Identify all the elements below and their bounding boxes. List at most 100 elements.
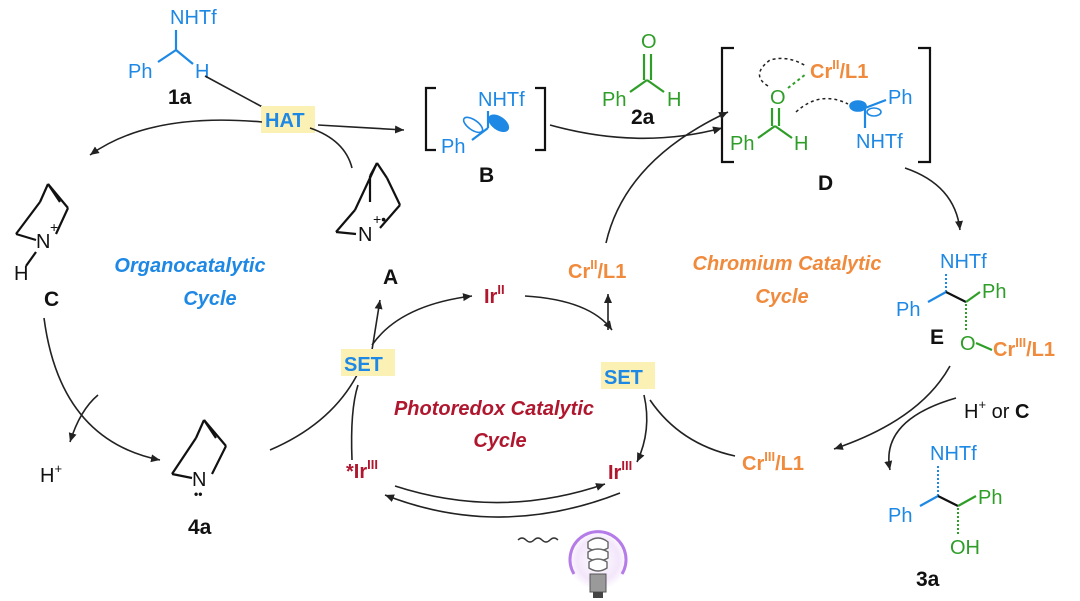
c2a-bond-h xyxy=(646,79,665,93)
set-left-label: SET xyxy=(344,354,383,376)
cr2-label: CrII/L1 xyxy=(568,257,626,283)
A-bond-7 xyxy=(335,209,356,233)
intermediate-B: NHTf Ph B xyxy=(424,86,547,187)
D-ph-left: Ph xyxy=(730,133,754,155)
quinuclidinium-C: N + H C xyxy=(14,183,69,311)
E-label: E xyxy=(930,326,944,349)
c4a-lone-pair: •• xyxy=(194,487,202,501)
B-bracket-right xyxy=(535,86,547,152)
B-to-D-arrow xyxy=(549,124,723,140)
set-right-label: SET xyxy=(604,367,643,389)
C-bond-nh xyxy=(25,251,37,267)
c4a-bond-3 xyxy=(203,419,227,447)
ir3-star-to-set-arrow xyxy=(350,384,359,461)
C-h: H xyxy=(14,263,28,285)
compound-2a: O Ph H 2a xyxy=(602,31,681,129)
cr3-label: CrIII/L1 xyxy=(742,449,804,475)
c3a-nhtf: NHTf xyxy=(930,443,977,465)
c3a-bond-ph-right xyxy=(957,495,977,507)
cr3-to-set-arrow xyxy=(649,399,736,457)
c3a-oh: OH xyxy=(950,537,980,559)
c4a-bond-6 xyxy=(171,472,193,480)
light-wave-icon xyxy=(517,537,559,543)
proton-source: H+ or C xyxy=(964,397,1029,423)
hat-highlight xyxy=(261,106,315,133)
D-nhtf: NHTf xyxy=(856,131,903,153)
ir2-to-set-arrow xyxy=(524,295,613,331)
E-ph-right: Ph xyxy=(982,281,1006,303)
light-bulb-icon xyxy=(568,530,628,598)
D-electron-arrow-radical xyxy=(795,97,849,113)
D-o: O xyxy=(770,87,786,109)
ir3-star-to-ir3-return-arrow xyxy=(394,483,606,504)
c2a-bond-ph xyxy=(629,79,648,93)
c1a-bond-ph xyxy=(157,49,177,63)
c1a-ph: Ph xyxy=(128,61,152,83)
A-bond-5 xyxy=(379,204,401,229)
C-bond-3 xyxy=(47,183,69,209)
c3a-ph-left: Ph xyxy=(888,505,912,527)
c3a-ph-right: Ph xyxy=(978,487,1002,509)
D-bond-cr-o xyxy=(787,73,807,89)
light-bulb-tip xyxy=(593,592,603,598)
B-orbital-bottom xyxy=(488,114,510,133)
photoredox-title-line1: Photoredox Catalytic xyxy=(394,398,594,420)
D-bond-ph xyxy=(757,125,776,139)
D-bracket-right xyxy=(918,46,932,164)
c2a-ph: Ph xyxy=(602,89,626,111)
c1a-to-hat-arrow xyxy=(204,75,269,111)
C-to-4a-arrow xyxy=(43,317,161,463)
c3a-label: 3a xyxy=(916,568,940,591)
D-bracket-left xyxy=(720,46,734,164)
light-bulb-base xyxy=(589,573,607,593)
E-cr: CrIII/L1 xyxy=(993,335,1055,361)
E-to-cr3-arrow xyxy=(833,365,951,450)
proton: H+ xyxy=(40,461,62,487)
chromium-title-line2: Cycle xyxy=(755,286,808,308)
D-orbital-right xyxy=(866,107,882,117)
A-bond-3 xyxy=(376,162,388,179)
E-bond-o-cr xyxy=(975,341,993,352)
quinuclidine-4a: N •• 4a xyxy=(171,419,227,539)
compound-1a: NHTf Ph H 1a xyxy=(128,7,217,109)
chromium-title-line1: Chromium Catalytic xyxy=(693,253,882,275)
c1a-bond-h xyxy=(175,49,194,65)
light-bulb-ring xyxy=(568,530,628,575)
C-bond-5 xyxy=(15,201,41,235)
c1a-nhtf: NHTf xyxy=(170,7,217,29)
C-bond-4 xyxy=(55,207,69,235)
D-to-E-arrow xyxy=(904,167,963,231)
D-ph-right: Ph xyxy=(888,87,912,109)
light-bulb-coil-3 xyxy=(588,558,608,572)
c4a-label: 4a xyxy=(188,516,212,539)
c4a-bond-5 xyxy=(171,437,197,475)
c4a-bond-4 xyxy=(211,445,227,475)
E-nhtf: NHTf xyxy=(940,251,987,273)
A-bond-8 xyxy=(335,230,357,236)
C-bond-1 xyxy=(38,183,50,203)
proton-release-arrow xyxy=(68,394,99,443)
c4a-n: N xyxy=(192,469,206,491)
set-right-highlight xyxy=(601,362,655,389)
set-to-ir3-arrow xyxy=(636,394,648,463)
E-bond-ph-right xyxy=(965,291,981,303)
ir3-star-to-ir2-upper-arrow xyxy=(371,293,473,346)
c2a-o: O xyxy=(641,31,657,53)
B-ph: Ph xyxy=(441,136,465,158)
A-to-hat-arrow xyxy=(309,127,353,169)
c1a-label: 1a xyxy=(168,86,192,109)
A-charge: +• xyxy=(373,211,386,227)
D-h: H xyxy=(794,133,808,155)
B-orbital-top xyxy=(462,116,484,134)
C-label: C xyxy=(44,288,59,311)
B-bracket-left xyxy=(424,86,436,152)
E-ph-left: Ph xyxy=(896,299,920,321)
c2a-label: 2a xyxy=(631,106,655,129)
C-bond-6 xyxy=(15,232,37,242)
quinuclidine-radical-cation-A: N +• A xyxy=(335,162,401,289)
c3a-bond-cc xyxy=(937,495,959,507)
B-bond-ph xyxy=(471,127,489,141)
set-left-highlight xyxy=(341,349,395,376)
c1a-h: H xyxy=(195,61,209,83)
